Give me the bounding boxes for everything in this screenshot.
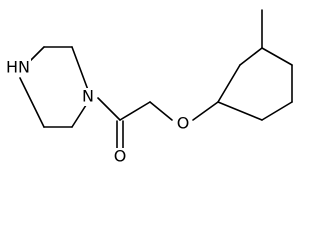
bond-c4-nh <box>19 77 45 128</box>
atom-o-carbonyl-label: O <box>114 147 127 166</box>
cyclohexane-ring <box>217 9 293 121</box>
atom-n-label: N <box>82 87 94 106</box>
atom-o-ether-label: O <box>177 114 190 133</box>
atom-nh-label: HN <box>6 58 30 77</box>
bond-c2-n <box>71 46 89 91</box>
molecule-svg: HN N O O <box>5 9 293 166</box>
bond-r3-r4 <box>261 47 293 66</box>
structure-diagram: HN N O O <box>5 9 293 166</box>
atom-labels: HN N O O <box>5 58 192 166</box>
linker-chain <box>97 97 173 151</box>
piperazine-ring <box>19 46 89 128</box>
bond-n-c3 <box>71 101 89 128</box>
bond-carbonyl-ch2 <box>119 101 151 121</box>
bond-n-carbonyl <box>97 97 121 121</box>
ether-link <box>192 101 219 121</box>
bond-r2-r3 <box>239 47 263 66</box>
bond-r5-r6 <box>261 101 293 121</box>
bond-oether-ring <box>192 101 219 121</box>
bond-r6-r1 <box>217 101 263 121</box>
bond-r1-r2 <box>217 64 241 103</box>
bond-ch2-oether <box>149 101 173 121</box>
